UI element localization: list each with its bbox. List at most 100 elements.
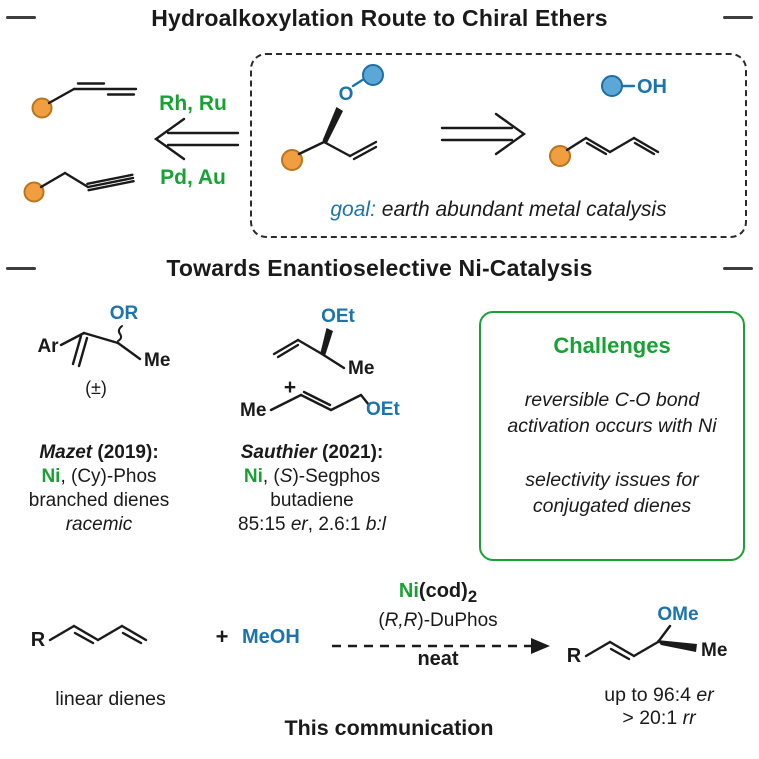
- sauthier-year: (2021):: [316, 442, 384, 463]
- mazet-substrate: branched dienes: [28, 490, 170, 511]
- bond: [351, 77, 366, 88]
- or-label: OR: [110, 303, 139, 324]
- metals-top-label: Rh, Ru: [159, 92, 227, 115]
- bond: [77, 336, 89, 368]
- bond: [656, 624, 672, 644]
- methyl-label: Me: [348, 358, 374, 379]
- mazet-ligand: , (Cy)-Phos: [60, 466, 157, 487]
- substituent-ball-blue: [362, 64, 384, 86]
- r-group-label: R: [567, 645, 582, 667]
- bond: [121, 631, 143, 645]
- bond: [96, 624, 124, 642]
- bond: [632, 640, 660, 658]
- substituent-ball-orange: [549, 145, 571, 167]
- catalyst-metal: Ni: [398, 580, 419, 602]
- sauthier-metal: Ni: [243, 466, 263, 487]
- mazet-result: racemic: [65, 514, 133, 535]
- substituent-ball-orange: [31, 97, 53, 119]
- arrow-head: [153, 117, 186, 161]
- bond: [71, 334, 83, 366]
- plus-sign: +: [215, 624, 229, 649]
- methyl-label: Me: [144, 350, 170, 371]
- bond: [276, 343, 300, 359]
- methyl-label: Me: [701, 640, 727, 661]
- bond: [632, 136, 660, 154]
- allene-structure: [31, 82, 138, 119]
- bond: [608, 136, 636, 154]
- bond: [116, 341, 142, 361]
- bond: [86, 173, 134, 185]
- bond: [87, 180, 135, 192]
- retrosynthesis-arrow-right: [440, 112, 527, 156]
- title-rule-left: [6, 16, 36, 19]
- title-rule-right: [723, 267, 753, 270]
- conditions-neat: neat: [417, 648, 459, 670]
- title-rule-right: [723, 16, 753, 19]
- reaction-conditions: Ni(cod)2 (R,R)-DuPhos: [332, 580, 544, 632]
- methanol-label: MeOH: [242, 626, 300, 648]
- bond: [63, 171, 90, 189]
- hydroxyl-label: OH: [637, 76, 667, 98]
- bond: [120, 624, 148, 642]
- linear-diene-structure: R: [31, 624, 148, 651]
- goal-statement: goal: earth abundant metal catalysis: [266, 198, 731, 222]
- sauthier-catalyst: Ni, (S)-Segphos: [243, 466, 381, 487]
- bond: [272, 338, 300, 356]
- ome-label: OMe: [657, 604, 698, 625]
- mazet-structure: Ar OR Me (±): [37, 303, 170, 398]
- bond: [82, 331, 120, 345]
- bond: [359, 393, 371, 407]
- sauthier-result: 85:15 er, 2.6:1 b:l: [238, 514, 386, 535]
- mazet-catalyst: Ni, (Cy)-Phos: [8, 465, 190, 489]
- retrosynthesis-arrow-left: [153, 117, 240, 161]
- bond: [59, 331, 86, 347]
- bond: [585, 141, 608, 156]
- challenge-1: reversible C-O bond activation occurs wi…: [507, 389, 717, 437]
- stereo-wedge: [657, 640, 697, 652]
- bond: [72, 624, 100, 642]
- sauthier-structures: OEt Me + Me OEt: [240, 306, 400, 421]
- arrow-head: [494, 112, 527, 156]
- bond: [609, 647, 631, 661]
- oet-label: OEt: [366, 399, 400, 420]
- mazet-caption: Mazet (2019): Ni, (Cy)-Phos branched die…: [8, 441, 190, 537]
- mazet-name: Mazet: [39, 442, 93, 463]
- r-group-label: R: [31, 629, 46, 651]
- bond: [320, 352, 346, 370]
- section1-title: Hydroalkoxylation Route to Chiral Ethers: [151, 5, 608, 31]
- bond: [322, 140, 352, 158]
- bond: [299, 393, 333, 412]
- challenges-title: Challenges: [553, 333, 671, 358]
- title-rule-left: [6, 267, 36, 270]
- bond: [329, 393, 363, 412]
- bond: [297, 140, 326, 156]
- section2-title: Towards Enantioselective Ni-Catalysis: [166, 255, 593, 281]
- stereo-wedge: [320, 328, 333, 356]
- product-results: up to 96:4 er > 20:1 rr: [604, 684, 714, 729]
- sauthier-ref: Sauthier (2021):: [212, 441, 412, 465]
- oet-label: OEt: [321, 306, 355, 327]
- bond: [73, 631, 95, 645]
- challenges-box: Challenges reversible C-O bond activatio…: [479, 311, 745, 561]
- bond: [48, 624, 76, 642]
- alcohol-and-diene-structures: OH: [549, 75, 667, 167]
- bond: [348, 140, 378, 158]
- substituent-ball-orange: [23, 181, 45, 203]
- challenge-2: selectivity issues for conjugated dienes: [525, 469, 699, 517]
- bond: [47, 87, 76, 105]
- sauthier-caption: Sauthier (2021): Ni, (S)-Segphos butadie…: [212, 441, 412, 537]
- ligand-line: (R,R)-DuPhos: [378, 610, 498, 631]
- bond: [296, 338, 324, 356]
- metals-bottom-label: Pd, Au: [160, 166, 226, 189]
- sauthier-substrate: butadiene: [270, 490, 354, 511]
- arrow-head: [531, 638, 550, 654]
- mazet-metal: Ni: [41, 466, 61, 487]
- goal-box: [250, 53, 747, 238]
- bond: [584, 136, 612, 154]
- substituent-ball-blue: [601, 75, 623, 97]
- methyl-label: Me: [240, 400, 266, 421]
- chiral-ether-structure: O: [281, 64, 384, 171]
- bond: [608, 640, 636, 658]
- bond: [39, 171, 67, 189]
- reaction-arrow: [332, 638, 550, 654]
